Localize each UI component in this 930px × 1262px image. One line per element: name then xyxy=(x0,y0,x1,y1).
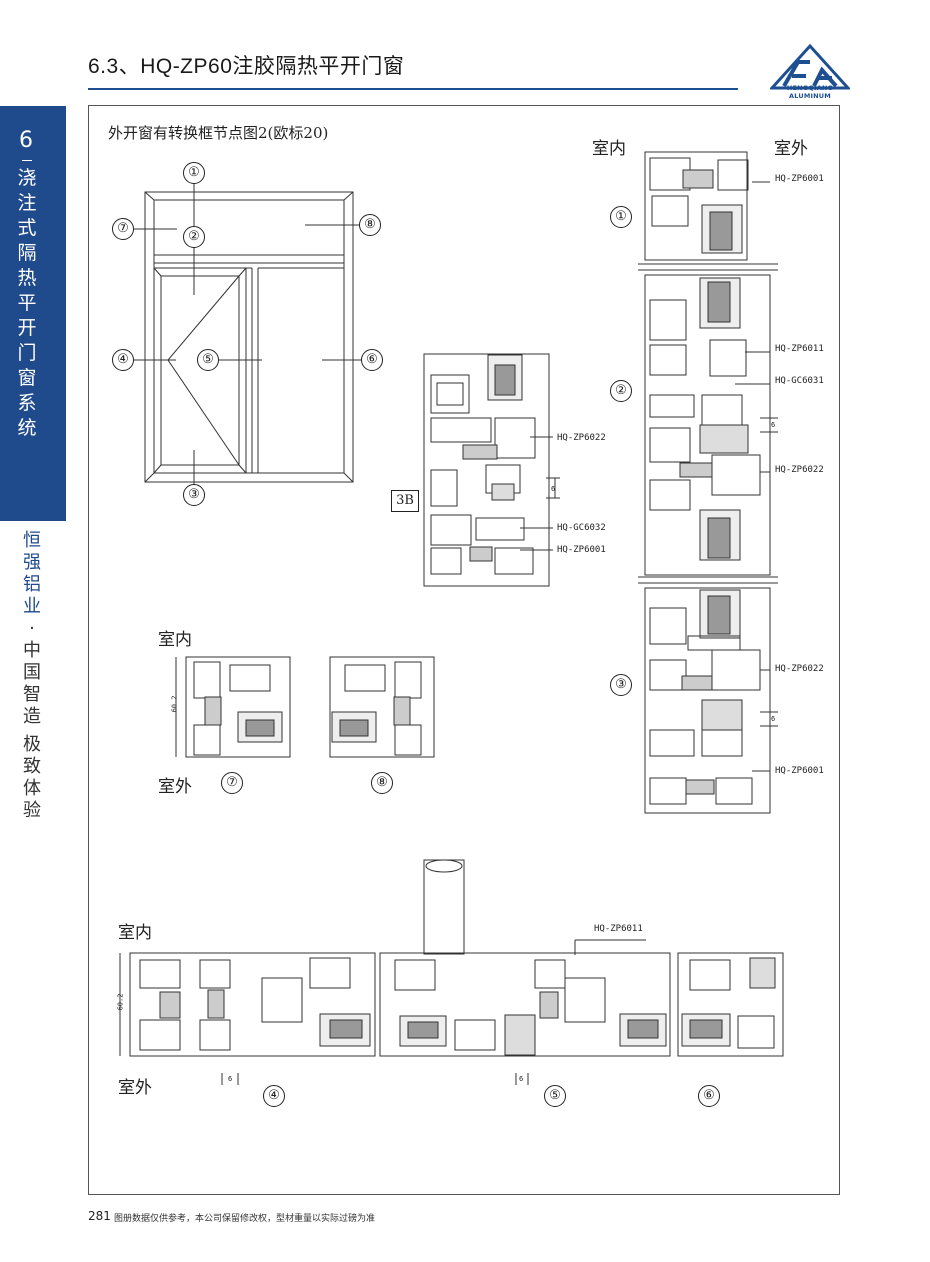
chapter-title-char: 浇 xyxy=(17,167,37,189)
slogan-char: 体 xyxy=(23,778,41,799)
header-divider xyxy=(88,88,738,90)
code-zp6001-top: HQ-ZP6001 xyxy=(775,174,824,184)
node-1-section: ① xyxy=(610,206,632,228)
node-3-elev: ③ xyxy=(183,484,205,506)
dim-6-4: 6 xyxy=(228,1075,233,1083)
slogan-char: 强 xyxy=(23,552,41,573)
chapter-title-char: 开 xyxy=(17,317,37,339)
chapter-title-char: 窗 xyxy=(17,367,37,389)
section-1 xyxy=(638,151,778,271)
node-2-elev: ② xyxy=(183,226,205,248)
chapter-title-char: 隔 xyxy=(17,242,37,264)
section-8 xyxy=(329,656,435,758)
code-zp6022-3b: HQ-ZP6022 xyxy=(557,433,606,443)
node-8-section: ⑧ xyxy=(371,772,393,794)
chapter-title-char: 平 xyxy=(17,292,37,314)
section-7 xyxy=(175,656,291,758)
node-4-elev: ④ xyxy=(112,349,134,371)
slogan-char: 业 xyxy=(23,596,41,617)
code-zp6011-bottom: HQ-ZP6011 xyxy=(594,924,643,934)
page-header-title: 6.3、HQ-ZP60注胶隔热平开门窗 xyxy=(88,55,405,78)
chapter-title-char: 门 xyxy=(17,342,37,364)
indoor-label-bottom: 室内 xyxy=(118,923,152,943)
slogan-char: 智 xyxy=(23,684,41,705)
slogan-char: 验 xyxy=(23,800,41,821)
chapter-title-char: 式 xyxy=(17,217,37,239)
node-4-section: ④ xyxy=(263,1085,285,1107)
node-7-section: ⑦ xyxy=(221,772,243,794)
node-5-elev: ⑤ xyxy=(197,349,219,371)
outdoor-label-78: 室外 xyxy=(158,777,192,797)
code-gc6031: HQ-GC6031 xyxy=(775,376,824,386)
chapter-number: 6 xyxy=(19,128,33,153)
slogan-char: 铝 xyxy=(23,574,41,595)
node-6-elev: ⑥ xyxy=(361,349,383,371)
node-6-section: ⑥ xyxy=(698,1085,720,1107)
section-3b xyxy=(423,353,560,587)
brand-logo-text: HENGQIANG ALUMINUM xyxy=(786,84,834,100)
chapter-title-char: 热 xyxy=(17,267,37,289)
section-3 xyxy=(644,587,778,814)
section-456 xyxy=(119,859,784,1085)
dim-60-2-bottom: 60.2 xyxy=(116,993,125,1011)
slogan-char: 致 xyxy=(23,756,41,777)
dim-6-2: 6 xyxy=(771,421,776,429)
node-1-elev: ① xyxy=(183,162,205,184)
section-2 xyxy=(638,274,778,584)
slogan-char: 恒 xyxy=(23,530,41,551)
window-outer-frame xyxy=(144,191,354,483)
indoor-label-78: 室内 xyxy=(158,630,192,650)
node-7-elev: ⑦ xyxy=(112,218,134,240)
chapter-title-char: 系 xyxy=(17,392,37,414)
slogan-char: 中 xyxy=(23,640,41,661)
indoor-label-top: 室内 xyxy=(592,139,626,159)
chapter-title-char: 统 xyxy=(17,417,37,439)
slogan-char: 国 xyxy=(23,662,41,683)
code-zp6001-3: HQ-ZP6001 xyxy=(775,766,824,776)
node-3-section: ③ xyxy=(610,674,632,696)
dim-60-2-left: 60.2 xyxy=(170,695,179,713)
chapter-side-tab xyxy=(0,106,66,521)
node-2-section: ② xyxy=(610,380,632,402)
dim-6-5: 6 xyxy=(519,1075,524,1083)
drawing-frame xyxy=(88,105,840,1195)
section-3b-label: 3B xyxy=(391,490,419,512)
slogan-char: 造 xyxy=(23,706,41,727)
page-number: 281 xyxy=(88,1209,111,1223)
brand-logo-icon xyxy=(770,43,850,90)
slogan-dot: · xyxy=(29,618,35,639)
node-5-section: ⑤ xyxy=(544,1085,566,1107)
node-8-elev: ⑧ xyxy=(359,214,381,236)
slogan-char: 极 xyxy=(23,734,41,755)
casement-sash xyxy=(153,267,247,474)
drawing-title: 外开窗有转换框节点图2(欧标20) xyxy=(108,124,329,142)
code-zp6011: HQ-ZP6011 xyxy=(775,344,824,354)
code-zp6022-3: HQ-ZP6022 xyxy=(775,664,824,674)
footer-disclaimer: 图册数据仅供参考，本公司保留修改权，型材重量以实际过磅为准 xyxy=(114,1214,376,1224)
outdoor-label-top: 室外 xyxy=(774,139,808,159)
chapter-title-vertical: 浇注式隔热平开门窗系统 xyxy=(15,166,39,441)
outdoor-label-bottom: 室外 xyxy=(118,1078,152,1098)
code-gc6032-3b: HQ-GC6032 xyxy=(557,523,606,533)
brand-slogan-vertical: 恒强铝业·中国智造极致体验 xyxy=(20,530,44,822)
chapter-separator xyxy=(22,160,32,161)
code-zp6001-3b: HQ-ZP6001 xyxy=(557,545,606,555)
code-zp6022-2: HQ-ZP6022 xyxy=(775,465,824,475)
chapter-title-char: 注 xyxy=(17,192,37,214)
dim-6-3: 6 xyxy=(771,715,776,723)
dim-6-3b: 6 xyxy=(551,485,556,493)
